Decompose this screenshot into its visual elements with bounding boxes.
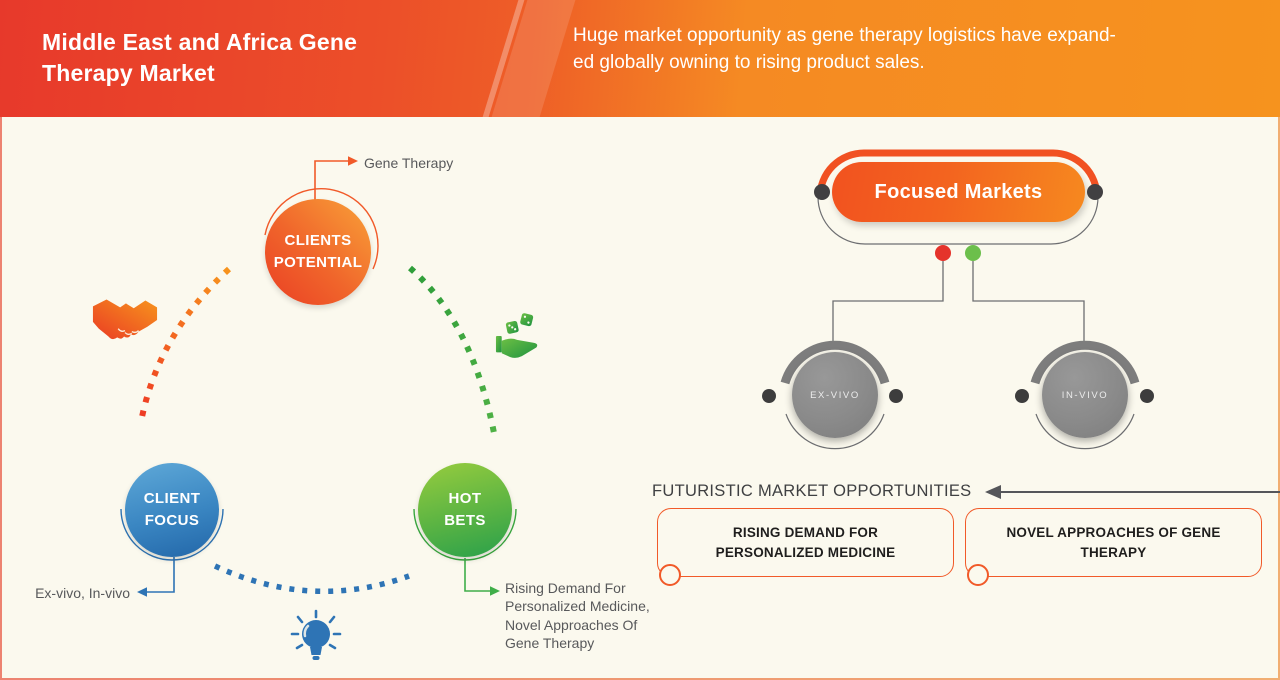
connector-in-vivo bbox=[972, 261, 1085, 345]
node-label: HOT BETS bbox=[444, 490, 486, 529]
thin-arc-in-vivo bbox=[1035, 413, 1135, 450]
connector-ex-vivo bbox=[832, 261, 944, 345]
side-dot-ex-vivo-right bbox=[889, 389, 903, 403]
arrow-rising-demand bbox=[464, 558, 491, 592]
node-label: EX-VIVO bbox=[810, 389, 860, 401]
box-corner-ring bbox=[967, 564, 989, 586]
opportunity-box-label: NOVEL APPROACHES OF GENE THERAPY bbox=[1006, 524, 1221, 560]
header-banner: Middle East and Africa Gene Therapy Mark… bbox=[0, 0, 1280, 117]
node-ex-vivo: EX-VIVO bbox=[792, 352, 878, 438]
node-in-vivo: IN-VIVO bbox=[1042, 352, 1128, 438]
pill-thin-arc bbox=[817, 196, 1099, 245]
callout-rising-demand: Rising Demand For Personalized Medicine,… bbox=[505, 580, 650, 652]
pill-thick-arc bbox=[816, 149, 1101, 198]
arrowhead-gene-therapy bbox=[348, 156, 358, 166]
node-client-focus: CLIENT FOCUS bbox=[125, 463, 219, 557]
lightbulb-icon bbox=[290, 609, 342, 660]
arrow-ex-vivo bbox=[146, 557, 175, 593]
ring-arc-clients-potential bbox=[264, 188, 379, 270]
pill-side-dot-left bbox=[814, 184, 830, 200]
red-branch-dot bbox=[935, 245, 951, 261]
hand-dice-icon bbox=[495, 313, 538, 358]
arrowhead-ex-vivo bbox=[137, 587, 147, 597]
ring-arc-client-focus bbox=[120, 508, 224, 561]
box-corner-ring bbox=[659, 564, 681, 586]
opportunity-box-label: RISING DEMAND FOR PERSONALIZED MEDICINE bbox=[715, 524, 896, 560]
arrow-gene-therapy bbox=[314, 160, 349, 201]
opportunities-heading: FUTURISTIC MARKET OPPORTUNITIES bbox=[652, 482, 972, 500]
side-dot-in-vivo-left bbox=[1015, 389, 1029, 403]
node-hot-bets: HOT BETS bbox=[418, 463, 512, 557]
page-title: Middle East and Africa Gene Therapy Mark… bbox=[42, 29, 358, 87]
dotted-arc-green bbox=[408, 265, 497, 434]
connector-layer bbox=[120, 149, 1280, 597]
thick-arc-in-vivo bbox=[1030, 340, 1140, 385]
node-label: CLIENT FOCUS bbox=[143, 490, 201, 529]
callout-gene-therapy: Gene Therapy bbox=[364, 155, 454, 171]
callout-ex-vivo-in-vivo: Ex-vivo, In-vivo bbox=[35, 585, 130, 601]
thick-arc-ex-vivo bbox=[780, 340, 890, 385]
green-branch-dot bbox=[965, 245, 981, 261]
node-clients-potential: CLIENTS POTENTIAL bbox=[265, 199, 371, 305]
header-subtitle: Huge market opportunity as gene therapy … bbox=[573, 25, 1116, 73]
opportunities-arrowhead bbox=[985, 485, 1001, 499]
side-dot-ex-vivo-left bbox=[762, 389, 776, 403]
focused-markets-pill: Focused Markets bbox=[832, 162, 1085, 222]
diagram-area: CLIENTS POTENTIAL CLIENT FOCUS HOT BETS … bbox=[0, 117, 1280, 680]
pill-side-dot-right bbox=[1087, 184, 1103, 200]
handshake-icon bbox=[92, 299, 158, 340]
node-label: IN-VIVO bbox=[1061, 389, 1109, 401]
thin-arc-ex-vivo bbox=[785, 413, 885, 450]
node-label: CLIENTS POTENTIAL bbox=[273, 232, 363, 271]
arrowhead-rising-demand bbox=[490, 586, 500, 596]
dotted-arc-blue bbox=[213, 563, 410, 594]
side-dot-in-vivo-right bbox=[1140, 389, 1154, 403]
opportunity-box-personalized-medicine: RISING DEMAND FOR PERSONALIZED MEDICINE bbox=[657, 508, 954, 577]
opportunity-box-novel-approaches: NOVEL APPROACHES OF GENE THERAPY bbox=[965, 508, 1262, 577]
dotted-arc-orange bbox=[139, 266, 232, 418]
